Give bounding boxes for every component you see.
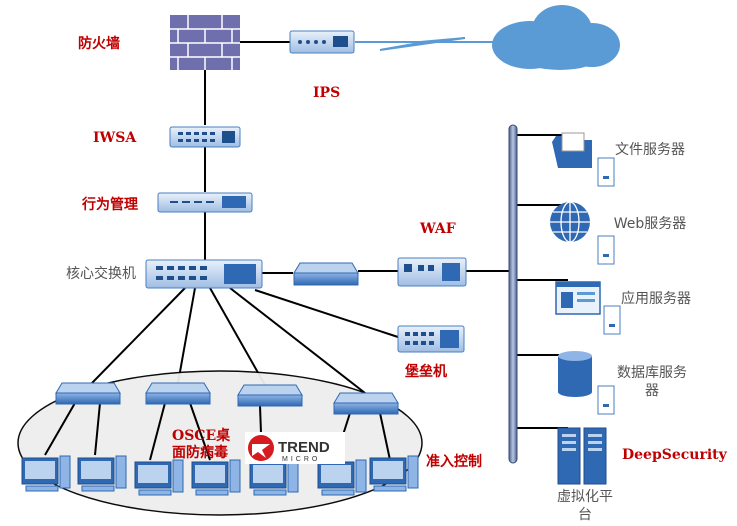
firewall-label: 防火墙 <box>78 36 120 52</box>
osce-label: OSCE桌面防病毒 <box>172 428 231 461</box>
trend-micro-logo: TREND MICRO <box>245 432 345 464</box>
cloud-icon <box>492 5 620 70</box>
file-server-label: 文件服务器 <box>615 142 685 158</box>
firewall-icon <box>170 15 240 70</box>
svg-text:TREND: TREND <box>278 439 330 456</box>
pc-icon <box>134 459 184 496</box>
bastion-host-label: 堡垒机 <box>405 364 447 380</box>
pc-icon <box>317 459 367 496</box>
svg-text:MICRO: MICRO <box>282 456 320 463</box>
bastion-host-icon <box>397 325 465 353</box>
virtualization-platform-label: 虚拟化平台 <box>557 489 613 523</box>
pc-icon <box>249 459 299 496</box>
ips-device-icon <box>289 30 355 54</box>
pc-icon <box>77 455 127 492</box>
pc-icon <box>369 455 419 492</box>
access-switch-icon <box>55 382 121 405</box>
app-server-icon <box>555 281 621 335</box>
core-switch-label: 核心交换机 <box>66 266 136 282</box>
file-server-icon <box>552 132 615 187</box>
deep-security-label: DeepSecurity <box>622 447 727 463</box>
database-server-icon <box>558 351 615 415</box>
ips-label: IPS <box>313 85 341 101</box>
virtualization-platform-icon <box>557 427 607 485</box>
access-control-label: 准入控制 <box>426 454 482 470</box>
web-server-label: Web服务器 <box>613 216 687 232</box>
iwsa-label: IWSA <box>93 130 137 146</box>
pc-icon <box>21 455 71 492</box>
waf-label: WAF <box>420 221 456 237</box>
web-server-icon <box>550 201 615 265</box>
wan-link <box>355 37 500 51</box>
access-switch-icon <box>333 392 399 415</box>
database-server-label: 数据库服务器 <box>617 365 687 399</box>
behavior-mgmt-device-icon <box>157 192 253 213</box>
access-switch-icon <box>237 384 303 407</box>
pc-group <box>21 455 419 496</box>
iwsa-device-icon <box>169 126 241 148</box>
pc-icon <box>191 459 241 496</box>
behavior-mgmt-label: 行为管理 <box>82 197 138 213</box>
switch-icon <box>293 262 359 286</box>
server-bus <box>508 124 518 464</box>
core-switch-icon <box>145 259 263 289</box>
app-server-label: 应用服务器 <box>621 291 691 307</box>
waf-device-icon <box>397 257 467 287</box>
access-switch-icon <box>145 382 211 405</box>
